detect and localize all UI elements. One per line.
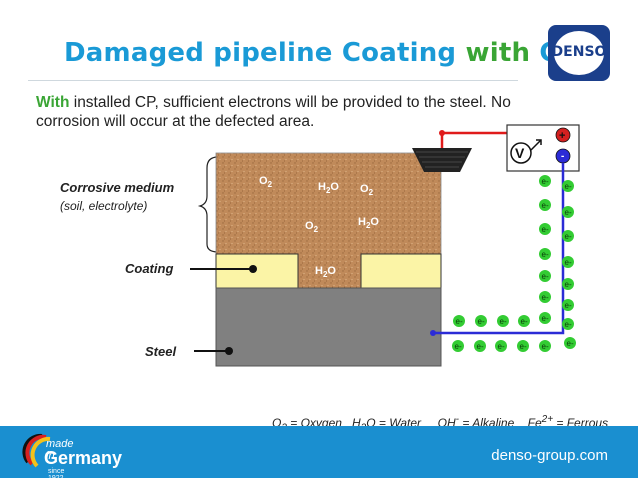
electron-flow: e-e-e-e-e-e-e-e-e-e-e-e-e-e-e-e-e-e-e-e-… bbox=[452, 175, 576, 352]
oxygen-molecule: O2 bbox=[305, 220, 319, 234]
electron-label: e- bbox=[542, 272, 549, 281]
denso-logo: DENSO bbox=[548, 25, 610, 81]
electron-label: e- bbox=[565, 280, 572, 289]
electron bbox=[517, 340, 529, 352]
corrosive-medium-sublabel: (soil, electrolyte) bbox=[60, 199, 148, 213]
electron bbox=[539, 175, 551, 187]
voltmeter-icon bbox=[510, 142, 532, 164]
electron bbox=[562, 278, 574, 290]
steel-pointer-dot bbox=[225, 347, 233, 355]
electron bbox=[539, 340, 551, 352]
water-molecule: H2O bbox=[358, 216, 379, 230]
electron-label: e- bbox=[455, 342, 462, 351]
coating-right bbox=[360, 253, 442, 289]
electron bbox=[562, 206, 574, 218]
electron bbox=[452, 340, 464, 352]
electron-label: e- bbox=[565, 301, 572, 310]
electron-label: e- bbox=[567, 339, 574, 348]
title-underline bbox=[28, 80, 518, 81]
electron bbox=[539, 199, 551, 211]
electron-label: e- bbox=[565, 182, 572, 191]
anode-block bbox=[412, 148, 472, 172]
intro-paragraph: With installed CP, sufficient electrons … bbox=[36, 93, 576, 131]
coating-left bbox=[215, 253, 299, 289]
electron-label: e- bbox=[500, 317, 507, 326]
electron bbox=[562, 230, 574, 242]
electron bbox=[539, 270, 551, 282]
svg-text:+: + bbox=[559, 130, 565, 142]
electron-label: e- bbox=[542, 342, 549, 351]
logo-text: DENSO bbox=[551, 44, 607, 60]
electron bbox=[539, 312, 551, 324]
electron bbox=[497, 315, 509, 327]
voltmeter-symbol: V bbox=[515, 145, 525, 161]
electron-label: e- bbox=[477, 342, 484, 351]
steel-block bbox=[215, 287, 442, 367]
negative-wire-node bbox=[430, 330, 436, 336]
electron-label: e- bbox=[565, 258, 572, 267]
footer-bar: denso-group.com bbox=[0, 426, 638, 478]
electron-label: e- bbox=[565, 208, 572, 217]
brace bbox=[197, 156, 219, 253]
electron bbox=[518, 315, 530, 327]
germany-flag-icon bbox=[22, 433, 51, 468]
oxygen-molecule: O2 bbox=[360, 183, 374, 197]
electron bbox=[495, 340, 507, 352]
title-accent: with bbox=[465, 38, 531, 68]
positive-terminal-icon bbox=[555, 127, 571, 143]
electron bbox=[474, 340, 486, 352]
electron bbox=[564, 337, 576, 349]
water-molecule: H2O bbox=[318, 181, 339, 195]
slide-title: Damaged pipeline Coating with CP bbox=[64, 38, 578, 68]
intro-text: installed CP, sufficient electrons will … bbox=[36, 94, 511, 130]
electron bbox=[539, 223, 551, 235]
negative-wire bbox=[433, 163, 565, 335]
electron bbox=[562, 318, 574, 330]
electron-label: e- bbox=[542, 314, 549, 323]
positive-wire-node bbox=[439, 130, 445, 136]
electron bbox=[562, 180, 574, 192]
electron-label: e- bbox=[520, 342, 527, 351]
corrosive-medium-label: Corrosive medium bbox=[60, 180, 175, 195]
electron-label: e- bbox=[565, 232, 572, 241]
electron-label: e- bbox=[456, 317, 463, 326]
logo-circle bbox=[554, 31, 604, 75]
water-molecule: H2O bbox=[315, 265, 336, 279]
coating-label: Coating bbox=[125, 261, 174, 276]
title-main: Damaged pipeline Coating bbox=[64, 38, 457, 68]
electron bbox=[539, 248, 551, 260]
electron-label: e- bbox=[542, 177, 549, 186]
electron-label: e- bbox=[521, 317, 528, 326]
electron-label: e- bbox=[542, 250, 549, 259]
electron-label: e- bbox=[542, 201, 549, 210]
electron bbox=[539, 291, 551, 303]
electron bbox=[475, 315, 487, 327]
coating-pointer-dot bbox=[249, 265, 257, 273]
electron-label: e- bbox=[565, 320, 572, 329]
electron-label: e- bbox=[542, 225, 549, 234]
electron bbox=[562, 299, 574, 311]
intro-highlight: With bbox=[36, 94, 70, 111]
oxygen-molecule: O2 bbox=[259, 175, 273, 189]
electron-label: e- bbox=[478, 317, 485, 326]
footer-url[interactable]: denso-group.com bbox=[491, 447, 608, 464]
svg-text:-: - bbox=[561, 151, 564, 162]
steel-label: Steel bbox=[145, 344, 177, 359]
electron bbox=[453, 315, 465, 327]
electron-label: e- bbox=[542, 293, 549, 302]
electron bbox=[562, 256, 574, 268]
electron-label: e- bbox=[498, 342, 505, 351]
